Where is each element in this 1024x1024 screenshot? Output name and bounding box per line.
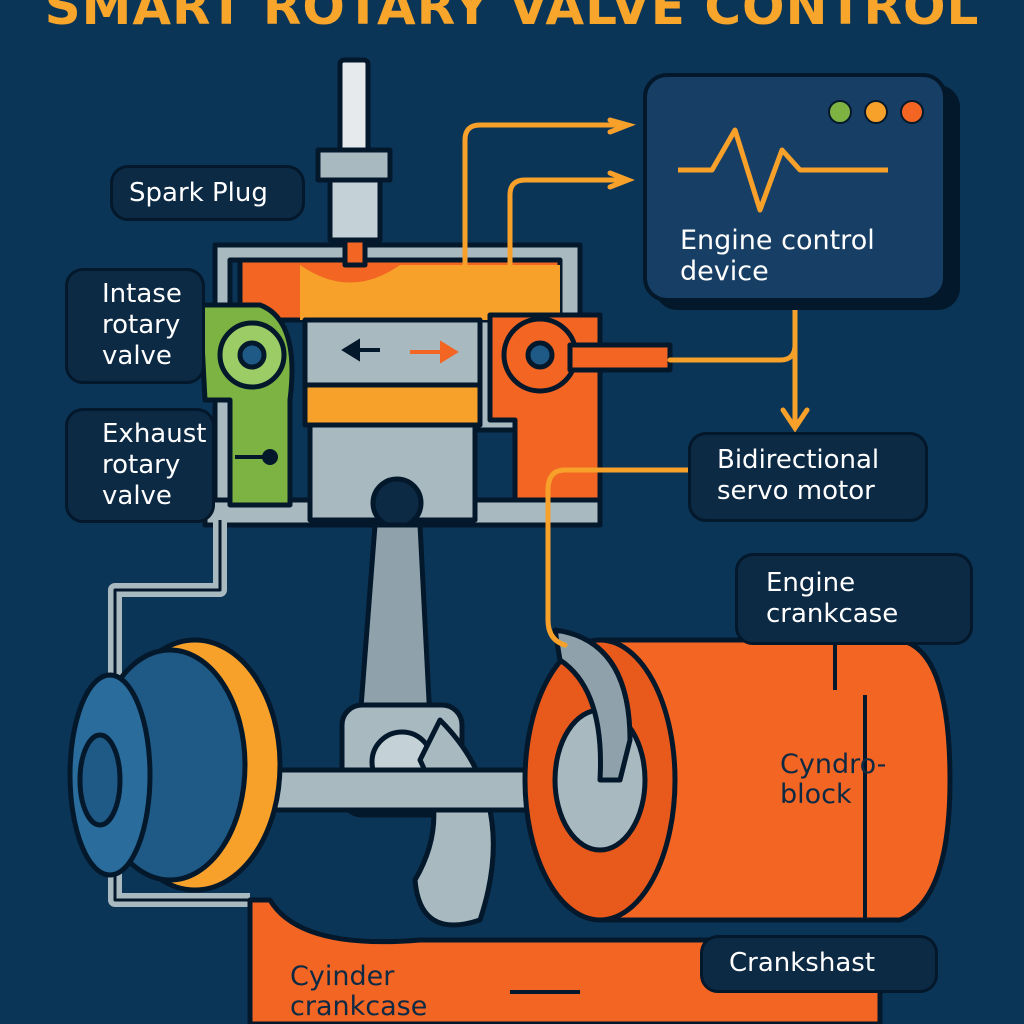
intake-valve-label: Intase rotary valve [65, 268, 205, 384]
cylinder-crankcase [247, 897, 883, 1024]
connecting-rod [357, 522, 433, 723]
pipe-outline [113, 520, 250, 902]
status-dot-orange [900, 100, 924, 124]
spark-plug-label: Spark Plug [110, 165, 305, 221]
ecu-box [643, 73, 947, 302]
status-dot-amber [864, 100, 888, 124]
servo-label: Bidirectional servo motor [688, 432, 928, 522]
page-title: SMART ROTARY VALVE CONTROL [44, 0, 980, 36]
cylinder-crankcase-label: Cyinder crankcase [290, 961, 428, 1022]
cyndro-block-label: Cyndro-block [780, 749, 887, 810]
wrist-pin [370, 476, 424, 530]
spark-plug [337, 57, 371, 158]
ecu-label: Engine control device [680, 225, 875, 287]
crankshaft-label: Crankshast [700, 935, 938, 993]
engine-crankcase-label: Engine crankcase [735, 553, 973, 645]
waveform-icon [678, 127, 888, 213]
cyndro-block [597, 637, 953, 923]
crank-web [412, 717, 496, 928]
exhaust-valve-label: Exhaust rotary valve [65, 408, 215, 523]
status-dot-green [828, 100, 852, 124]
